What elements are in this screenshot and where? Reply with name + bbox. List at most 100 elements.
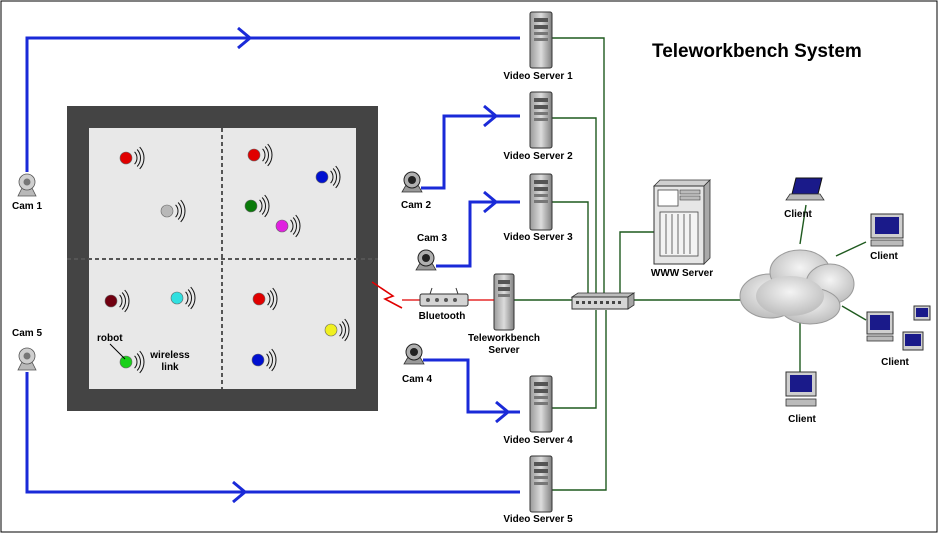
- video-server-1-icon: [529, 11, 553, 69]
- client-desktop-icon-3: [913, 305, 931, 321]
- client-desktop-icon-1: [870, 213, 904, 247]
- robot-label-pointer: [109, 343, 126, 360]
- robot-body: [119, 355, 133, 369]
- wireless-signal-arc: [187, 289, 192, 307]
- wireless-signal-arc: [134, 355, 138, 369]
- cam3-icon: [415, 249, 437, 271]
- robot-body: [247, 148, 261, 162]
- robot-8: [170, 286, 196, 310]
- wireless-signal-arc: [119, 294, 123, 308]
- wireless-signal-arc: [264, 146, 269, 164]
- arrow-cam2: [483, 104, 499, 128]
- arrow-cam1: [237, 26, 253, 50]
- link-video1-switch: [552, 37, 605, 298]
- wireless-signal-arc: [339, 323, 343, 337]
- wireless-signal-arc: [139, 146, 145, 170]
- link-switch-www: [612, 231, 654, 297]
- cam5-label: Cam 5: [11, 328, 43, 339]
- link-video5-switch: [552, 310, 607, 491]
- wireless-signal-arc: [330, 170, 334, 184]
- cam2-icon: [401, 171, 423, 193]
- wireless-signal-arc: [267, 143, 273, 167]
- link-cloud-client2: [835, 241, 867, 257]
- video-server-1-label: Video Server 1: [503, 71, 573, 82]
- clients: [785, 177, 931, 407]
- wireless-signal-arc: [136, 149, 141, 167]
- link-video4-switch: [552, 310, 597, 409]
- teleworkbench-server-label-line2: Server: [488, 345, 520, 356]
- arrow-cam3: [483, 190, 499, 214]
- robot-body: [119, 151, 133, 165]
- wireless-signal-arc: [180, 199, 186, 223]
- video-server-5-icon: [529, 455, 553, 513]
- wireless-signal-arc: [264, 194, 270, 218]
- cam2-label: Cam 2: [401, 200, 432, 211]
- robot-body: [170, 291, 184, 305]
- cam3-label: Cam 3: [417, 233, 448, 244]
- cameras: [17, 171, 437, 371]
- wireless-signal-arc: [292, 217, 297, 235]
- wireless-signal-arc: [124, 289, 130, 313]
- wireless-signal-arc: [139, 350, 145, 374]
- client-label-3: Client: [881, 357, 909, 368]
- robot-1: [119, 146, 145, 170]
- wireless-signal-arc: [177, 202, 182, 220]
- wireless-signal-arc: [272, 287, 278, 311]
- wireless-link-label-line2: link: [161, 362, 179, 373]
- robot-10: [324, 318, 350, 342]
- wireless-signal-arc: [267, 292, 271, 306]
- wireless-signal-arc: [261, 197, 266, 215]
- link-cam1-video1: [25, 36, 520, 172]
- bluetooth-icon: [419, 287, 469, 307]
- wireless-signal-arc: [271, 348, 277, 372]
- robot-label: robot: [97, 333, 123, 344]
- link-cloud-client1: [799, 204, 807, 245]
- robot-body: [324, 323, 338, 337]
- video-server-2-label: Video Server 2: [503, 151, 573, 162]
- link-video3-switch: [552, 201, 589, 298]
- link-cloud-client3: [841, 305, 867, 321]
- wireless-signal-arc: [332, 168, 337, 186]
- client-laptop-icon: [785, 177, 825, 201]
- client-desktop-icon-2: [866, 311, 894, 342]
- wireless-signal-arc: [262, 148, 266, 162]
- robot-12: [251, 348, 277, 372]
- wireless-signal-arc: [290, 219, 294, 233]
- cam1-icon: [17, 173, 37, 197]
- wireless-signal-arc: [335, 165, 341, 189]
- cam5-icon: [17, 347, 37, 371]
- robot-11: [119, 350, 145, 374]
- video-server-4-icon: [529, 375, 553, 433]
- video-server-3-icon: [529, 173, 553, 231]
- client-label-2: Client: [870, 251, 898, 262]
- video-server-3-label: Video Server 3: [503, 232, 573, 243]
- www-server-icon: [653, 179, 711, 265]
- link-cam4-video4: [423, 358, 520, 414]
- arrow-cam5: [232, 480, 248, 504]
- client-desktop-icon-4: [902, 331, 924, 351]
- robot-body: [251, 353, 265, 367]
- robot-4: [160, 199, 186, 223]
- video-servers: [493, 11, 553, 513]
- robot-9: [252, 287, 278, 311]
- robots: [104, 143, 350, 374]
- robot-body: [160, 204, 174, 218]
- robot-body: [244, 199, 258, 213]
- client-desktop-icon-5: [785, 371, 817, 407]
- cam1-label: Cam 1: [11, 201, 43, 212]
- wireless-signal-arc: [295, 214, 301, 238]
- link-cam2-video2: [421, 114, 520, 190]
- wireless-signal-arc: [134, 151, 138, 165]
- robot-2: [247, 143, 273, 167]
- video-server-4-label: Video Server 4: [503, 435, 573, 446]
- radio-link: [371, 281, 494, 309]
- wireless-signal-arc: [266, 353, 270, 367]
- www-server-label: WWW Server: [650, 268, 714, 279]
- teleworkbench-server-label-line1: Teleworkbench: [467, 333, 541, 344]
- cam4-label: Cam 4: [402, 374, 433, 385]
- internet-cloud: [739, 249, 855, 325]
- robot-6: [275, 214, 301, 238]
- video-server-5-label: Video Server 5: [503, 514, 573, 525]
- wireless-signal-arc: [175, 204, 179, 218]
